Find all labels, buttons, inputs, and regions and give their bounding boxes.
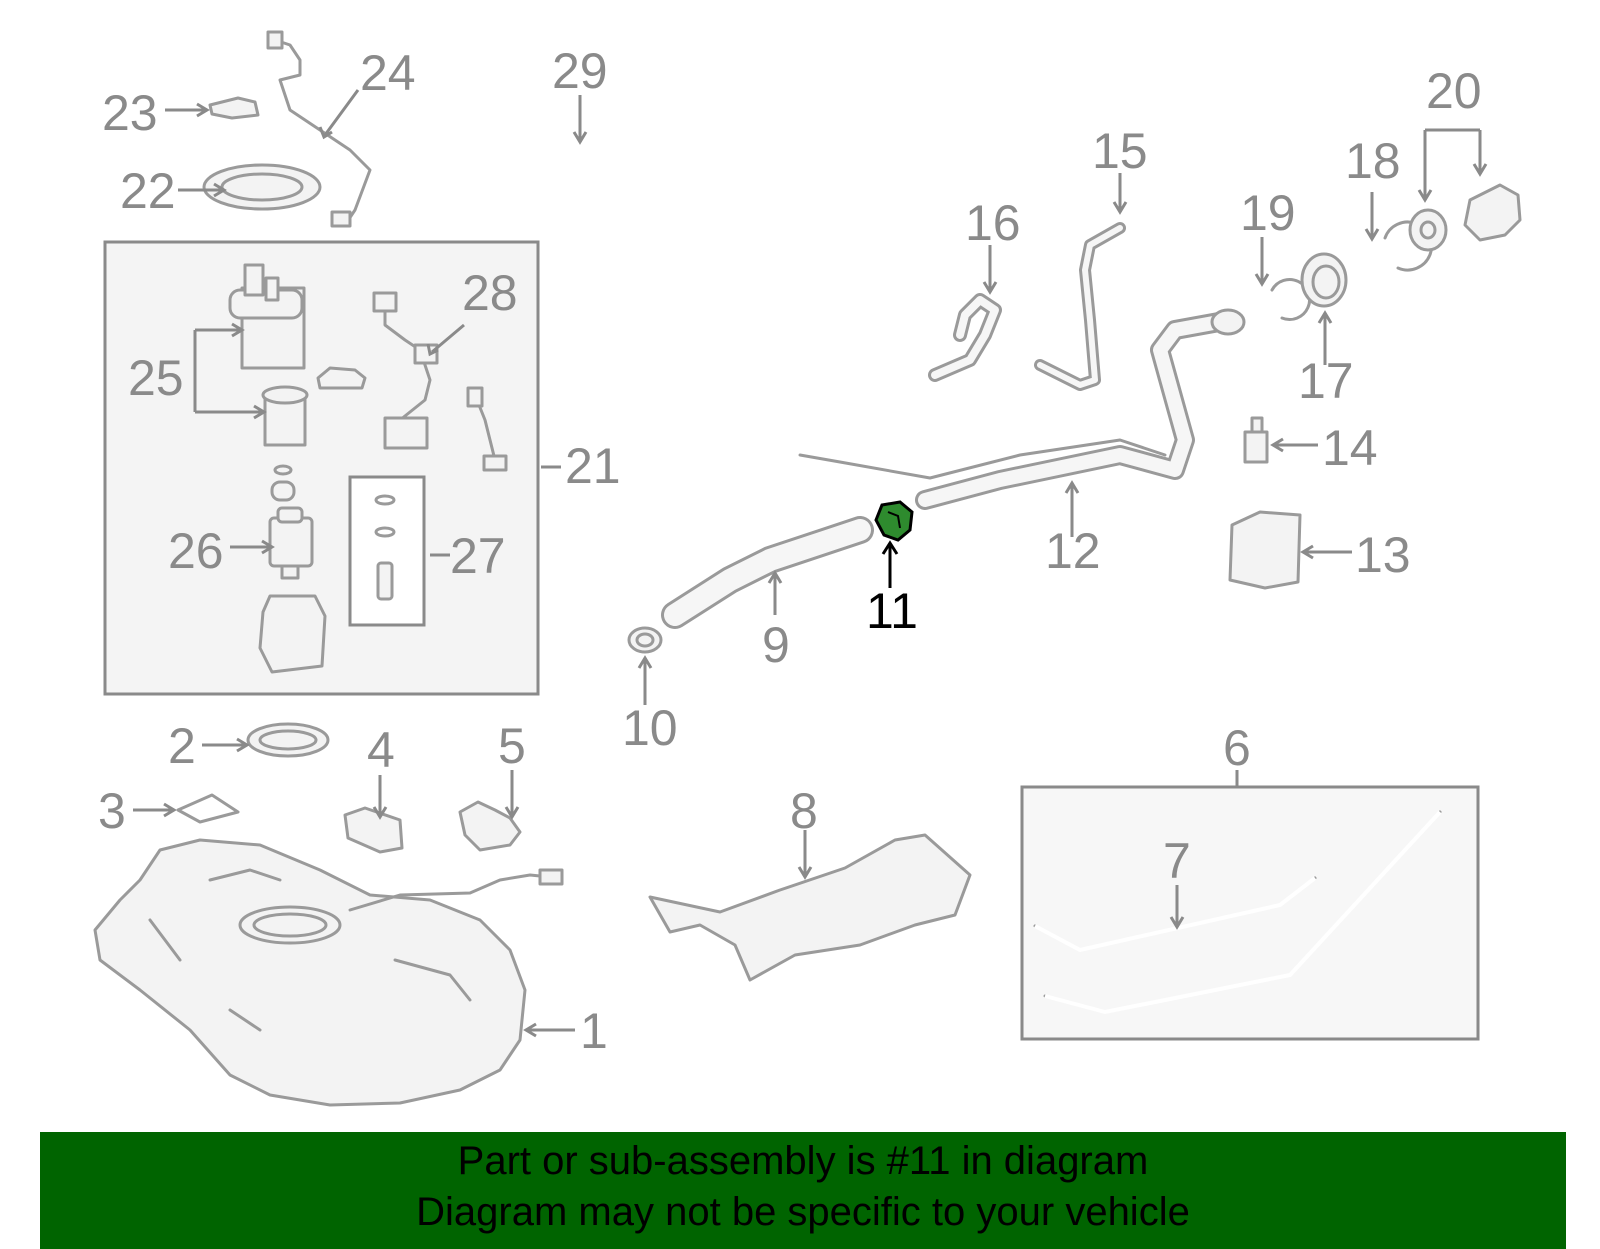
callout-5: 5	[498, 718, 526, 774]
callout-10: 10	[622, 700, 678, 756]
kit-box-27	[348, 475, 426, 627]
footer-part-note: Part or sub-assembly is #11 in diagram	[457, 1139, 1149, 1183]
callout-29: 29	[552, 43, 608, 99]
part-17-seal[interactable]	[1300, 252, 1348, 308]
callout-6: 6	[1223, 720, 1251, 776]
part-29-hose[interactable]	[401, 125, 744, 165]
footer-banner: Part or sub-assembly is #11 in diagram D…	[40, 1132, 1566, 1249]
part-27-kit[interactable]	[374, 494, 396, 601]
callout-11-highlighted: 11	[866, 583, 918, 639]
part-22-lock-ring[interactable]	[202, 163, 322, 211]
callout-15: 15	[1092, 123, 1148, 179]
part-clip[interactable]	[316, 366, 367, 390]
part-3-pad[interactable]	[176, 793, 240, 824]
part-11-clamp-highlighted[interactable]	[874, 500, 914, 542]
callout-20: 20	[1426, 63, 1482, 119]
part-pump-cup[interactable]	[258, 594, 327, 674]
callout-9: 9	[762, 617, 790, 673]
callout-8: 8	[790, 783, 818, 839]
callout-28: 28	[462, 265, 518, 321]
callout-22: 22	[120, 163, 176, 219]
callout-19: 19	[1240, 185, 1296, 241]
callout-23: 23	[102, 85, 158, 141]
callout-24: 24	[360, 45, 416, 101]
part-14-valve[interactable]	[1243, 416, 1269, 464]
part-24-wire[interactable]	[266, 30, 372, 228]
part-16-hose[interactable]	[928, 293, 1002, 382]
part-15-tube[interactable]	[1034, 222, 1126, 391]
callout-12: 12	[1045, 523, 1101, 579]
part-wire-lead[interactable]	[466, 386, 508, 472]
part-26-fuel-pump[interactable]	[268, 506, 314, 580]
callout-27: 27	[450, 528, 506, 584]
callout-labels: 1 2 3 4 5 6 7 8 9 10 11 12 13 14 15 16 1…	[98, 43, 1482, 1059]
callout-16: 16	[965, 195, 1021, 251]
part-2-gasket[interactable]	[246, 722, 330, 758]
part-13-protector[interactable]	[1228, 510, 1302, 590]
callout-21: 21	[565, 438, 621, 494]
part-25-pump-housing[interactable]	[228, 263, 306, 370]
callout-26: 26	[168, 523, 224, 579]
part-spacer[interactable]	[270, 480, 296, 502]
part-9-filler-hose[interactable]	[661, 516, 874, 629]
part-oring-small[interactable]	[273, 464, 293, 476]
part-8-insulator[interactable]	[648, 833, 972, 982]
part-12-filler-pipe[interactable]	[798, 308, 1246, 510]
callout-1: 1	[580, 1003, 608, 1059]
callout-18: 18	[1345, 133, 1401, 189]
part-25-filter[interactable]	[261, 385, 309, 447]
callout-4: 4	[367, 722, 395, 778]
callout-13: 13	[1355, 527, 1411, 583]
part-1-fuel-tank[interactable]	[93, 838, 564, 1107]
part-4-protector[interactable]	[343, 806, 404, 854]
part-7-strap[interactable]	[1033, 876, 1317, 953]
part-28-harness[interactable]	[372, 291, 439, 450]
callout-25: 25	[128, 350, 184, 406]
callout-3: 3	[98, 783, 126, 839]
callout-2: 2	[168, 718, 196, 774]
callout-14: 14	[1322, 420, 1378, 476]
part-5-bracket[interactable]	[458, 800, 522, 852]
part-20-cap[interactable]	[1408, 183, 1522, 252]
part-23-bracket[interactable]	[208, 96, 260, 120]
leader-lines	[133, 89, 1488, 1038]
footer-disclaimer: Diagram may not be specific to your vehi…	[416, 1190, 1190, 1234]
callout-17: 17	[1298, 353, 1354, 409]
part-10-clamp[interactable]	[627, 626, 663, 654]
part-6-strap[interactable]	[1043, 810, 1442, 1015]
callout-7: 7	[1163, 833, 1191, 889]
